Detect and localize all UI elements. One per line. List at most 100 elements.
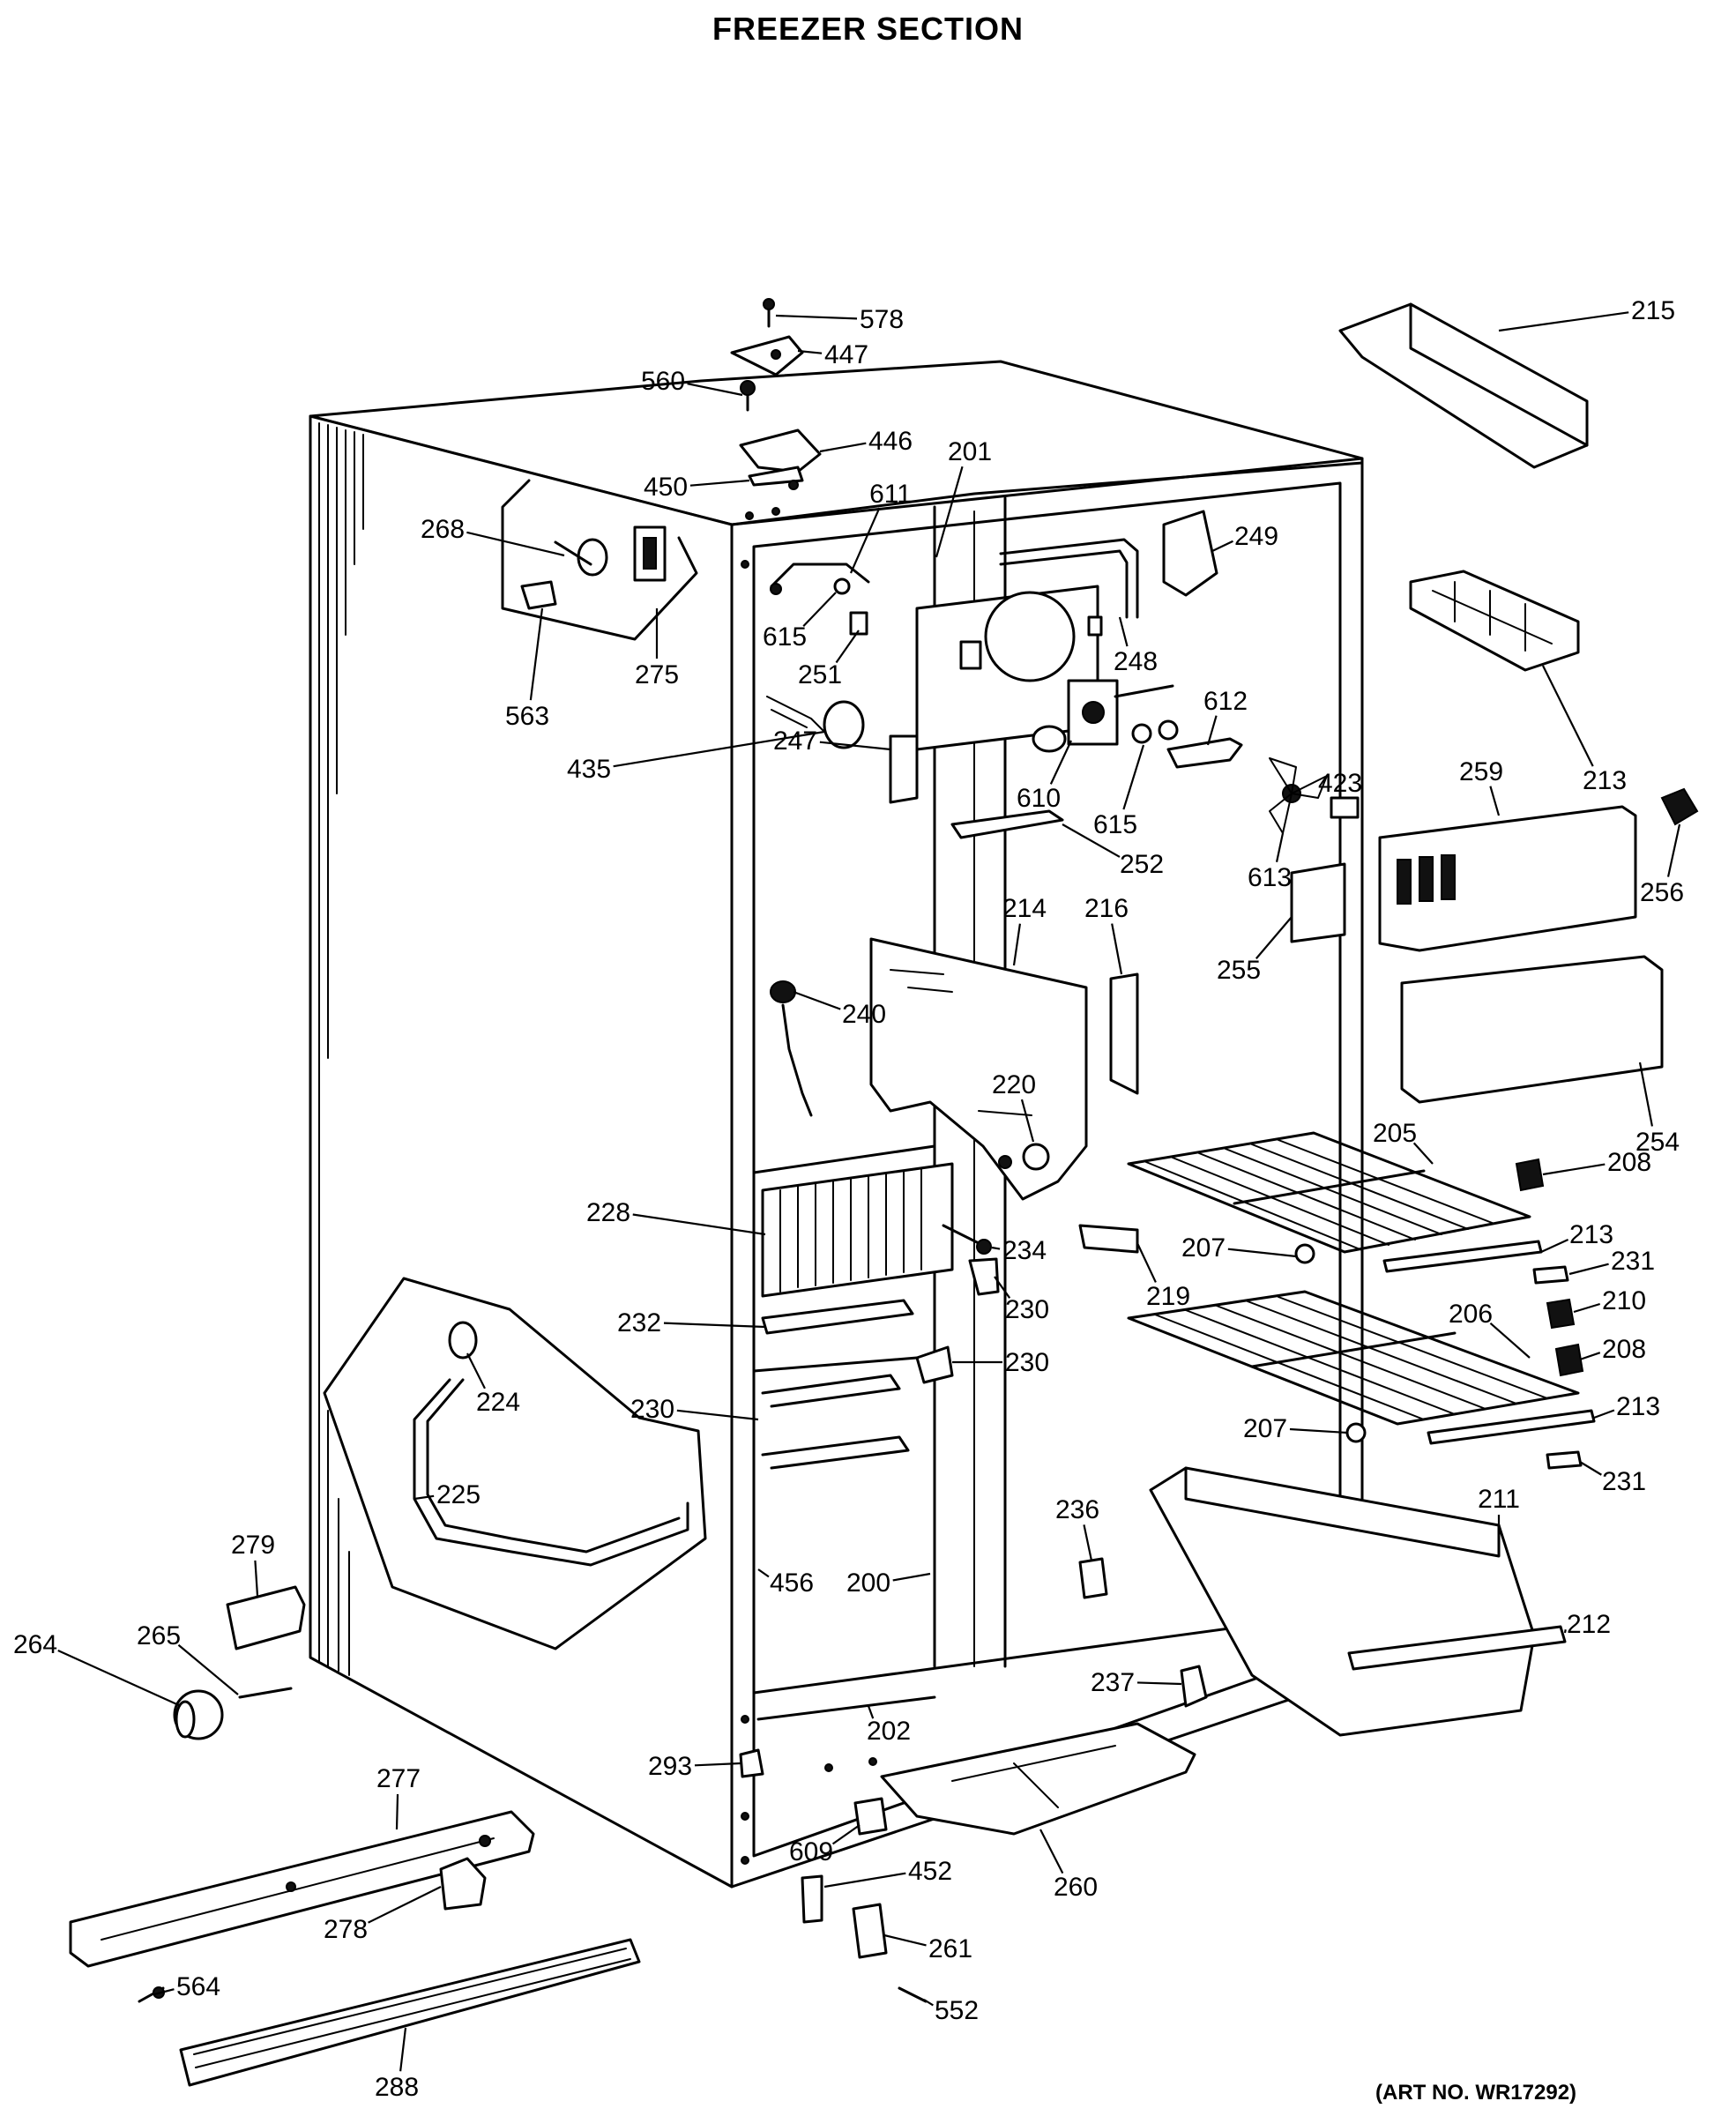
callout-277: 277 xyxy=(376,1764,421,1830)
leader-line xyxy=(835,630,860,664)
leader-line xyxy=(1136,1242,1157,1283)
callout-label: 423 xyxy=(1318,769,1362,798)
callout-213: 213 xyxy=(1542,665,1627,795)
callout-206: 206 xyxy=(1449,1300,1531,1359)
callout-label: 435 xyxy=(567,755,611,784)
drain-pan-260 xyxy=(880,1722,1196,1836)
callout-label: 615 xyxy=(1093,810,1137,839)
callout-label: 609 xyxy=(789,1837,833,1866)
shim-450 xyxy=(748,466,804,487)
leader-line xyxy=(1275,832,1285,862)
callout-label: 220 xyxy=(992,1070,1036,1099)
callout-612: 612 xyxy=(1203,687,1248,746)
panel-259 xyxy=(1378,805,1637,952)
leader-line xyxy=(892,1572,931,1582)
leader-line xyxy=(1498,311,1629,332)
callout-456: 456 xyxy=(757,1568,814,1598)
ice-tray-213 xyxy=(1409,570,1580,672)
callout-label: 212 xyxy=(1567,1610,1611,1639)
leader-line xyxy=(1573,1302,1601,1314)
clip-230 xyxy=(968,1257,1000,1296)
callout-247: 247 xyxy=(773,726,891,756)
callout-578: 578 xyxy=(775,305,904,334)
callout-label: 205 xyxy=(1373,1119,1417,1148)
leader-line xyxy=(849,507,881,574)
callout-label: 207 xyxy=(1243,1414,1287,1443)
callout-446: 446 xyxy=(819,427,913,456)
callout-label: 446 xyxy=(868,427,913,456)
leader-line xyxy=(1111,923,1123,975)
callout-label: 237 xyxy=(1091,1668,1135,1697)
callout-447: 447 xyxy=(797,340,868,369)
callout-261: 261 xyxy=(883,1933,972,1963)
leader-line xyxy=(923,1999,934,2007)
leader-line xyxy=(775,314,858,320)
leader-line xyxy=(1563,1629,1567,1634)
callout-213: 213 xyxy=(1540,1220,1613,1253)
callout-label: 207 xyxy=(1181,1233,1226,1263)
callout-label: 265 xyxy=(137,1621,181,1650)
leader-line xyxy=(368,1886,442,1924)
leader-line xyxy=(1666,823,1681,877)
roller-264 xyxy=(173,1689,224,1740)
rail-277 xyxy=(69,1810,535,1968)
leader-line xyxy=(1542,1163,1606,1176)
callout-208: 208 xyxy=(1579,1335,1646,1364)
callout-label: 225 xyxy=(436,1480,481,1509)
callout-label: 560 xyxy=(641,367,685,396)
callout-label: 261 xyxy=(928,1934,972,1963)
callout-279: 279 xyxy=(231,1531,275,1597)
leader-line xyxy=(632,1213,766,1236)
bin-215 xyxy=(1338,302,1589,469)
callout-210: 210 xyxy=(1573,1286,1646,1315)
callout-label: 452 xyxy=(908,1857,952,1886)
callout-216: 216 xyxy=(1084,894,1129,975)
callout-label: 615 xyxy=(763,622,807,652)
callout-435: 435 xyxy=(567,730,825,784)
callout-label: 219 xyxy=(1146,1282,1190,1311)
bracket-279 xyxy=(226,1585,306,1650)
leader-line xyxy=(694,1762,741,1767)
refrigerator-cabinet xyxy=(309,360,1364,1889)
leader-line xyxy=(1489,1322,1531,1359)
callout-615: 615 xyxy=(763,592,837,652)
callout-label: 236 xyxy=(1055,1495,1099,1524)
page-title: FREEZER SECTION xyxy=(712,11,1024,47)
front-frame-screws xyxy=(741,507,877,1865)
callout-237: 237 xyxy=(1091,1668,1182,1697)
callout-260: 260 xyxy=(1039,1829,1098,1902)
leader-line xyxy=(1593,1409,1615,1419)
screw-552 xyxy=(898,1986,928,2003)
callout-label: 293 xyxy=(648,1752,692,1781)
callout-label: 200 xyxy=(846,1568,890,1598)
callout-249: 249 xyxy=(1211,522,1278,552)
drain-tube-224 xyxy=(448,1321,478,1360)
grommet-609 xyxy=(853,1797,888,1836)
callout-label: 213 xyxy=(1569,1220,1613,1249)
shelves-group xyxy=(1127,302,1699,1737)
callout-212: 212 xyxy=(1563,1610,1611,1639)
hinge-256 xyxy=(1660,787,1699,826)
callout-label: 202 xyxy=(867,1717,911,1746)
hinge-cover-447 xyxy=(730,335,804,376)
rail-213b xyxy=(1427,1409,1596,1445)
leader-line xyxy=(1289,1427,1348,1434)
leader-line xyxy=(613,730,825,768)
callout-label: 213 xyxy=(1583,766,1627,795)
leader-line xyxy=(1542,665,1594,767)
callout-label: 240 xyxy=(842,1000,886,1029)
cabinet-side-shading xyxy=(318,422,364,1676)
callout-563: 563 xyxy=(505,607,549,731)
callout-240: 240 xyxy=(793,990,886,1029)
clip-231 xyxy=(1532,1265,1569,1285)
leader-line xyxy=(935,466,964,558)
leader-line xyxy=(1136,1681,1182,1686)
crisper-cover-212 xyxy=(1347,1625,1567,1671)
lower-parts-group xyxy=(69,1277,1208,2087)
callout-288: 288 xyxy=(375,2027,419,2102)
leader-line xyxy=(687,383,743,397)
callout-252: 252 xyxy=(1062,823,1164,879)
leader-line xyxy=(254,1560,259,1597)
callout-label: 254 xyxy=(1635,1128,1680,1157)
clip-563 xyxy=(520,580,557,610)
